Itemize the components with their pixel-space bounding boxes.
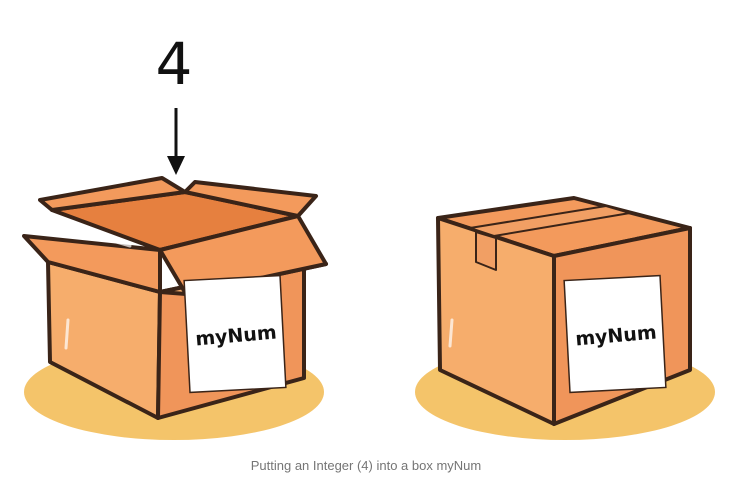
tape-strip [469,205,631,271]
integer-value: 4 [156,30,193,98]
down-arrow-icon [167,108,185,175]
closed-box-label-card [563,274,667,394]
closed-box-highlights [448,318,454,348]
open-box-highlights [64,230,132,350]
open-box-label-card [183,274,287,394]
figure-caption: Putting an Integer (4) into a box myNum [250,458,482,473]
